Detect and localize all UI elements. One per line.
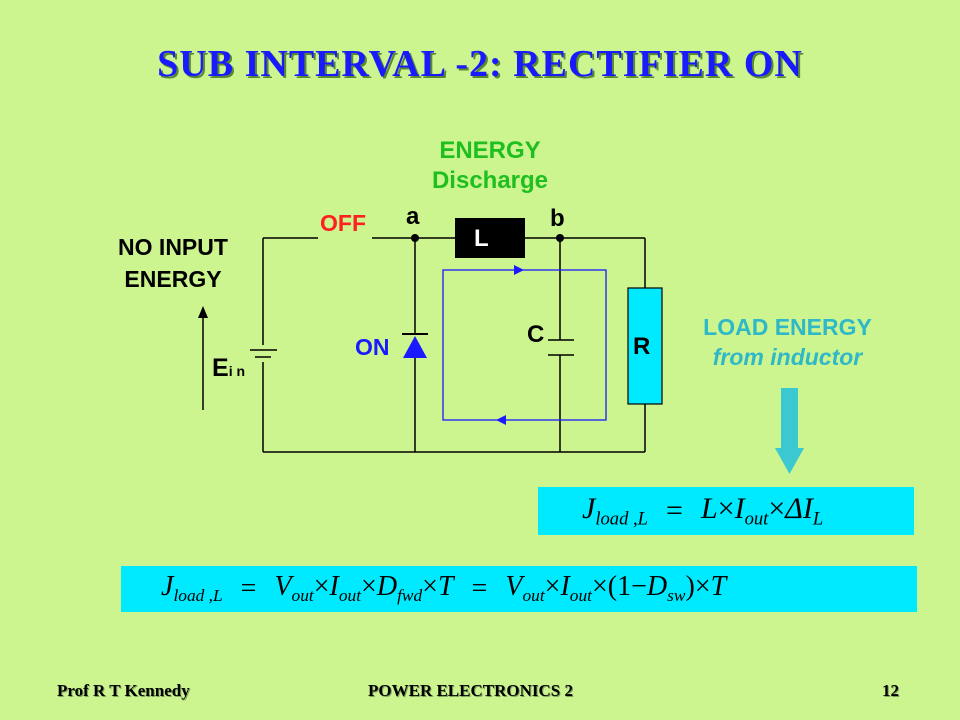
eq1-times-2: × <box>768 491 786 525</box>
equation-box-1: Jload ,L = L×Iout×ΔIL <box>538 487 914 535</box>
eq1-equals: = <box>666 494 683 527</box>
no-input-line-1: NO INPUT <box>118 234 228 260</box>
eq2-equals-2: = <box>471 573 488 604</box>
eq2-equals-1: = <box>240 573 257 604</box>
resistor-label: R <box>633 333 651 360</box>
node-a-label: a <box>406 203 420 230</box>
energy-line-1: ENERGY <box>439 137 541 164</box>
current-loop <box>442 269 607 421</box>
eq1-delta-I: ΔI <box>785 491 813 525</box>
energy-line-2: Discharge <box>431 167 549 194</box>
switch-state-label: OFF <box>320 210 366 236</box>
footer-course: POWER ELECTRONICS 2 <box>368 681 573 700</box>
energy-discharge-label: ENERGY Discharge <box>390 136 590 196</box>
eq1-lhs-symbol: J <box>582 491 596 525</box>
node-a-dot <box>411 234 419 242</box>
page-title: SUB INTERVAL -2: RECTIFIER ON <box>157 43 803 85</box>
inductor-label: L <box>474 225 489 252</box>
eq1-L-sub: L <box>812 508 824 530</box>
equation-box-2: Jload ,L = Vout×Iout×Dfwd×T = Vout×Iout×… <box>121 566 917 612</box>
eq1-times-1: × <box>717 491 735 525</box>
load-energy-line-1: LOAD ENERGY <box>703 314 872 340</box>
no-input-line-2: ENERGY <box>124 266 222 292</box>
capacitor-label: C <box>527 321 545 348</box>
eq2-lhs-sub: load ,L <box>173 586 223 606</box>
node-b-dot <box>556 234 564 242</box>
eq2-right: Vout×Iout×(1−Dsw)×T <box>505 571 727 606</box>
load-energy-line-2: from inductor <box>712 344 863 370</box>
source-label-main: E <box>212 354 229 382</box>
eq1-I: I <box>734 491 745 525</box>
eq1-rhs: L×Iout×ΔIL <box>701 492 823 531</box>
loop-arrow-bottom <box>496 415 506 425</box>
eq1-lhs: Jload ,L <box>582 492 648 531</box>
diode-triangle <box>403 336 427 358</box>
footer-page-number: 12 <box>882 681 899 700</box>
inductor-block <box>455 218 525 258</box>
loop-arrow-top <box>514 265 524 275</box>
node-b-label: b <box>550 205 565 232</box>
resistor-block <box>627 287 663 405</box>
footer-author: Prof R T Kennedy <box>57 681 190 700</box>
eq2-lhs: Jload ,L <box>161 571 223 606</box>
load-arrow-head <box>775 448 804 474</box>
eq1-L: L <box>700 491 718 525</box>
eq1-out-sub: out <box>744 508 769 530</box>
load-arrow-shaft <box>781 388 798 450</box>
source-label: Ei n <box>212 354 245 383</box>
no-input-label: NO INPUT ENERGY <box>88 231 258 295</box>
eq2-middle: Vout×Iout×Dfwd×T <box>274 571 454 606</box>
eq2-lhs-symbol: J <box>161 571 174 603</box>
load-energy-label: LOAD ENERGY from inductor <box>680 312 895 372</box>
diode-state-label: ON <box>355 334 390 360</box>
input-arrow-head <box>198 306 208 318</box>
source-label-sub: i n <box>228 363 246 379</box>
eq1-lhs-sub: load ,L <box>595 508 649 530</box>
